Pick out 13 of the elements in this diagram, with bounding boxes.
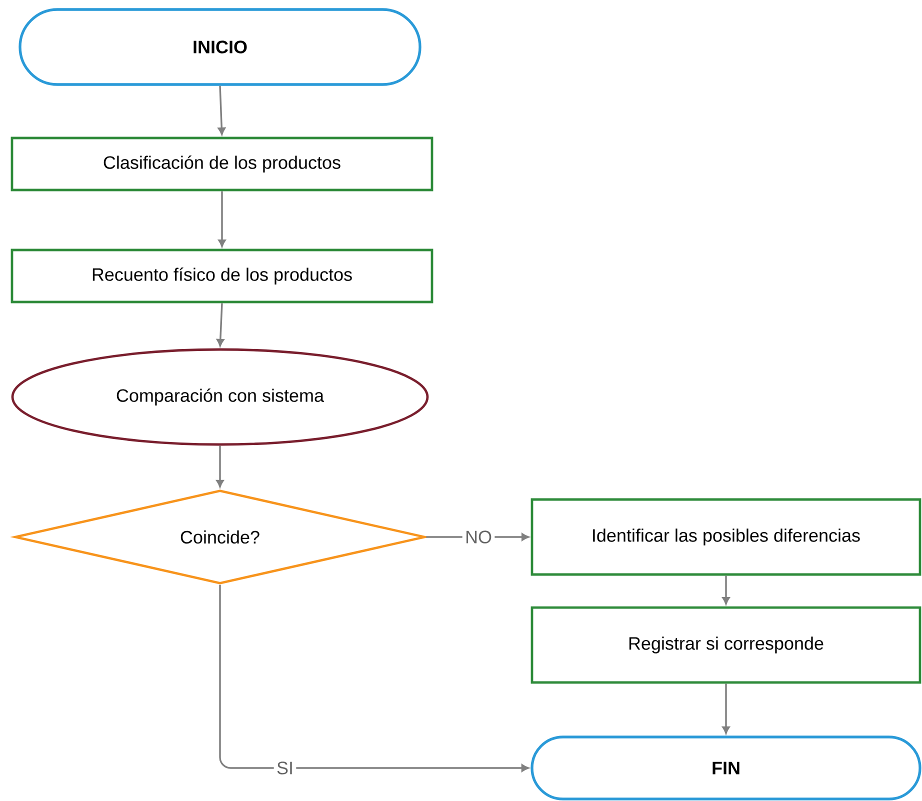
arrow <box>218 86 226 135</box>
arrow <box>219 584 529 772</box>
process-box: Clasificación de los productos <box>10 136 434 192</box>
arrow <box>218 191 226 247</box>
edge-label: NO <box>462 528 495 546</box>
process-box: Recuento físico de los productos <box>10 248 434 304</box>
arrow <box>722 684 730 734</box>
arrow <box>216 303 224 346</box>
process-box: Identificar las posibles diferencias <box>530 498 922 576</box>
process-box: Registrar si corresponde <box>530 606 922 684</box>
arrow <box>722 576 730 604</box>
arrow <box>216 446 224 488</box>
edge-label: SI <box>274 758 296 778</box>
